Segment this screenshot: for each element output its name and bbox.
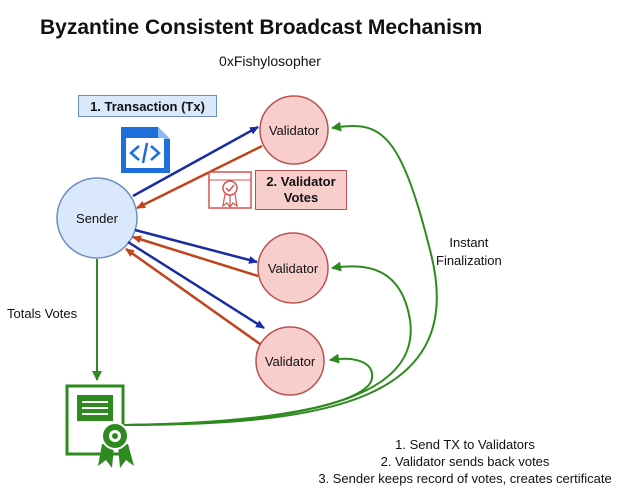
sender-node: [56, 177, 138, 259]
step-item-1: 1. Send TX to Validators: [395, 437, 535, 452]
validator-node-1: [259, 95, 329, 165]
code-file-icon: [121, 127, 170, 173]
author-credit: 0xFishylosopher: [219, 53, 321, 69]
instant-line1: Instant: [449, 235, 489, 250]
step-item-3: 3. Sender keeps record of votes, creates…: [318, 471, 612, 486]
validator-votes-box: 2. Validator Votes: [255, 170, 347, 210]
page-title: Byzantine Consistent Broadcast Mechanism: [40, 16, 483, 39]
instant-line2: Finalization: [436, 253, 502, 268]
tx-arrow-2: [134, 228, 258, 264]
validator-label-2: Validator: [268, 261, 319, 276]
vote-arrow-1: [136, 144, 263, 210]
certificate-badge-icon: [208, 171, 252, 209]
validator-node-2: [257, 232, 329, 304]
finalization-curve-1: [119, 121, 438, 426]
vote-arrow-3: [125, 247, 261, 346]
instant-finalization-label: Instant Finalization: [436, 234, 502, 270]
vote-arrow-2: [132, 235, 259, 278]
validator-label-1: Validator: [269, 123, 320, 138]
validator-node-3: [255, 326, 325, 396]
tx-arrow-3: [127, 240, 265, 330]
tx-arrow-1: [132, 125, 259, 198]
validator-votes-line1: 2. Validator: [266, 174, 336, 189]
steps-list: 1. Send TX to Validators 2. Validator se…: [290, 436, 640, 487]
validator-label-3: Validator: [265, 354, 316, 369]
finalization-curve-3: [119, 353, 374, 426]
step-item-2: 2. Validator sends back votes: [380, 454, 550, 469]
transaction-box: 1. Transaction (Tx): [78, 95, 217, 117]
validator-votes-line2: Votes: [283, 190, 319, 205]
certificate-icon: [65, 384, 134, 468]
totals-votes-label: Totals Votes: [7, 306, 78, 321]
sender-label: Sender: [76, 211, 119, 226]
